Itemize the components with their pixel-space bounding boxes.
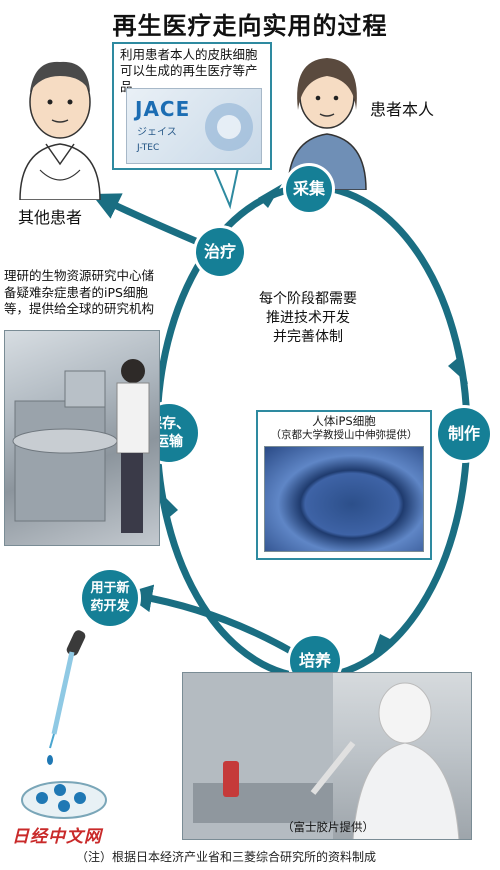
stage-make: 制作 (438, 408, 490, 460)
center-message: 每个阶段都需要 推进技术开发 并完善体制 (238, 290, 378, 347)
loop-arrow-right (448, 356, 468, 384)
product-sub-brand: ジェイス (137, 127, 177, 138)
arrow-to-drug-dev (124, 584, 298, 658)
footer-note: （注）根据日本经济产业省和三菱综合研究所的资料制成 (76, 850, 377, 864)
stage-drug-label-1: 用于新 (90, 581, 130, 596)
ips-caption-line-2: （京都大学教授山中伸弥提供） (270, 429, 418, 441)
culture-lab-scene-icon (183, 673, 460, 839)
loop-arrow-top (258, 184, 282, 208)
ips-caption-line-1: 人体iPS细胞 (312, 414, 376, 428)
product-callout-text: 利用患者本人的皮肤细胞可以生成的再生医疗等产品 (120, 47, 258, 94)
ips-caption: 人体iPS细胞 （京都大学教授山中伸弥提供） (258, 412, 430, 442)
callout-pointer (213, 167, 239, 210)
stage-treat: 治疗 (196, 228, 244, 276)
ips-cell-callout: 人体iPS细胞 （京都大学教授山中伸弥提供） (256, 410, 432, 560)
other-patient-label: 其他患者 (18, 208, 83, 227)
skin-cell-graphic-icon (205, 103, 253, 151)
arrow-to-other-patient (91, 193, 214, 252)
product-brand: JACE (135, 97, 191, 121)
storage-lab-photo (4, 330, 160, 546)
loop-arrow-bottom (370, 634, 392, 662)
center-message-line-1: 每个阶段都需要 (259, 291, 357, 307)
center-message-line-2: 推进技术开发 (266, 310, 350, 326)
stage-drug-development: 用于新 药开发 (82, 570, 138, 626)
stage-make-label: 制作 (447, 424, 480, 443)
other-patient-illustration-icon (19, 61, 101, 200)
stage-store-label-2: 运输 (155, 434, 183, 450)
center-message-line-3: 并完善体制 (273, 329, 343, 345)
ips-cell-photo (264, 446, 424, 552)
product-maker: J-TEC (137, 143, 160, 153)
patient-self-illustration-icon (287, 58, 367, 190)
storage-lab-scene-icon (12, 359, 150, 533)
page-title: 再生医疗走向实用的过程 (112, 12, 388, 40)
stage-culture-label: 培养 (298, 651, 331, 670)
product-box-image: JACE ジェイス J-TEC (126, 88, 262, 164)
patient-self-label: 患者本人 (370, 100, 435, 119)
stage-drug-label-2: 药开发 (90, 599, 130, 614)
loop-arrow-left (160, 492, 178, 520)
stage-collect-label: 采集 (292, 179, 325, 198)
product-callout: 利用患者本人的皮肤细胞可以生成的再生医疗等产品 JACE ジェイス J-TEC (112, 42, 272, 170)
stage-treat-label: 治疗 (203, 242, 236, 261)
culture-lab-photo: （富士胶片提供） (182, 672, 472, 840)
pipette-petri-dish-icon (21, 630, 107, 819)
photo-credit: （富士胶片提供） (282, 820, 374, 834)
watermark-logo: 日经中文网 (12, 827, 102, 847)
stage-collect: 采集 (286, 166, 332, 212)
riken-note: 理研的生物资源研究中心储备疑难杂症患者的iPS细胞等，提供给全球的研究机构 (4, 268, 155, 316)
